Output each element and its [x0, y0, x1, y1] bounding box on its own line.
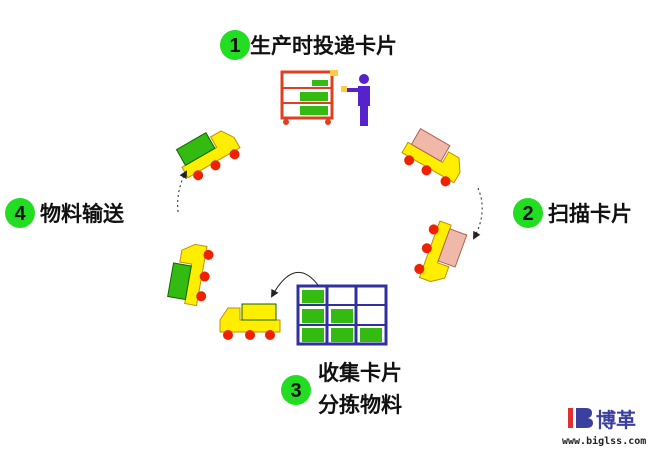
- truck-right: [411, 217, 468, 287]
- step-3-number: 3: [290, 380, 301, 402]
- logo-name: 博革: [596, 408, 636, 432]
- arrow-to-top-left: [177, 170, 187, 213]
- step-2: 2 扫描卡片: [513, 198, 632, 228]
- storage-shelf-icon: [296, 284, 388, 346]
- step-2-number: 2: [522, 203, 533, 225]
- step-3-label-line2: 分拣物料: [318, 393, 402, 417]
- step-4: 4 物料输送: [5, 198, 125, 228]
- truck-top-left: [175, 126, 245, 186]
- step-1-number: 1: [229, 35, 240, 57]
- step-1-badge: [220, 30, 250, 60]
- step-3: 3 收集卡片 分拣物料: [281, 361, 402, 417]
- step-2-label: 扫描卡片: [548, 202, 632, 226]
- worker-icon: [341, 74, 370, 126]
- card-cart-icon: [280, 70, 338, 125]
- truck-top-right: [397, 128, 467, 191]
- step-3-label-line1: 收集卡片: [318, 361, 402, 385]
- truck-bottom: [219, 303, 281, 341]
- step-1-label: 生产时投递卡片: [250, 34, 397, 58]
- logo-url: www.biglss.com: [562, 435, 646, 447]
- step-4-number: 4: [14, 203, 26, 225]
- truck-left: [167, 241, 216, 308]
- logo: 博革 www.biglss.com: [562, 408, 646, 447]
- step-1: 1 生产时投递卡片: [220, 30, 397, 60]
- arrow-to-right: [473, 187, 483, 240]
- arrow-shelf-to-truck: [271, 271, 319, 298]
- step-4-label: 物料输送: [40, 202, 125, 226]
